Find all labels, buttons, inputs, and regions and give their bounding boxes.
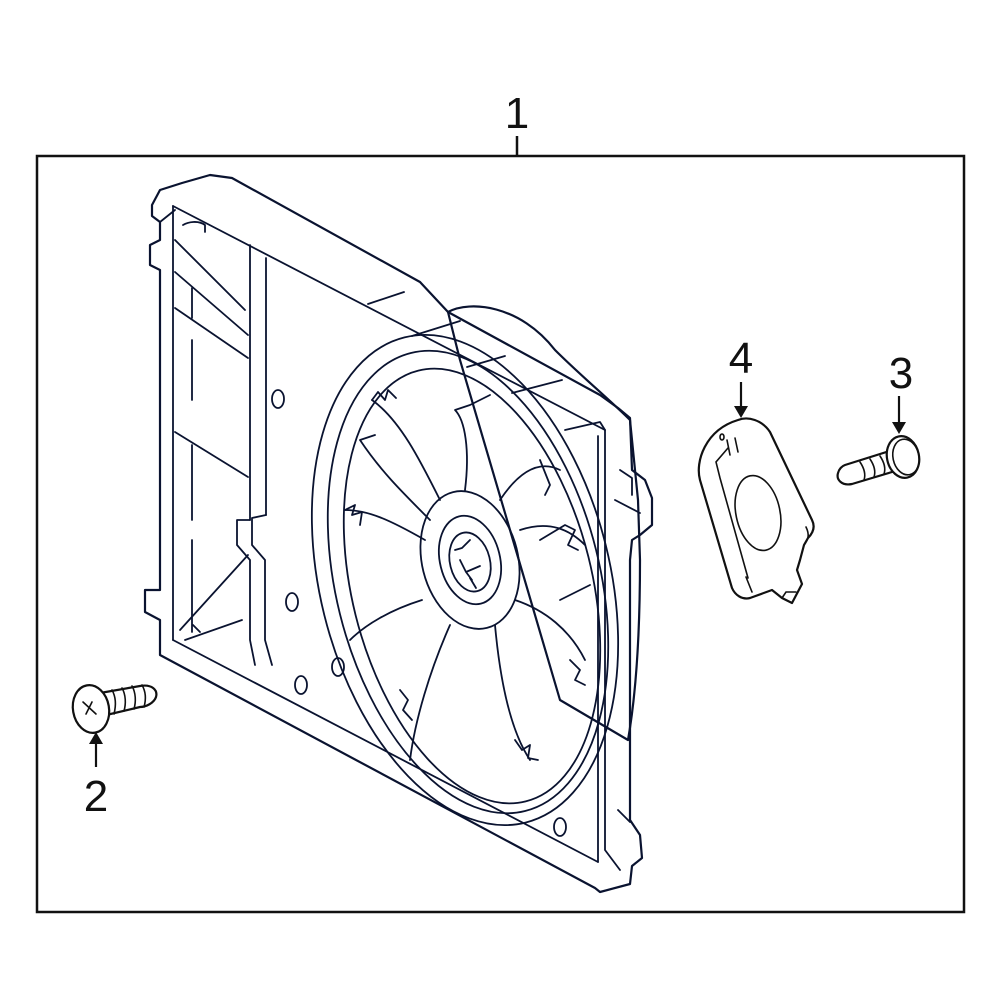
fan-shroud-assembly[interactable] [143,173,666,894]
lower-screw[interactable] [69,682,158,736]
assembly-frame-box [35,154,966,914]
callout-4-label: 4 [728,334,754,383]
right-screw[interactable] [836,433,923,486]
callout-2-label: 2 [83,772,109,821]
callout-2-arrow [89,732,103,767]
bracket-plate[interactable] [697,417,815,605]
callout-3-label: 3 [888,349,914,398]
callout-3-arrow [892,396,906,434]
callout-4-arrow [734,382,748,418]
callout-1-label: 1 [504,89,530,138]
